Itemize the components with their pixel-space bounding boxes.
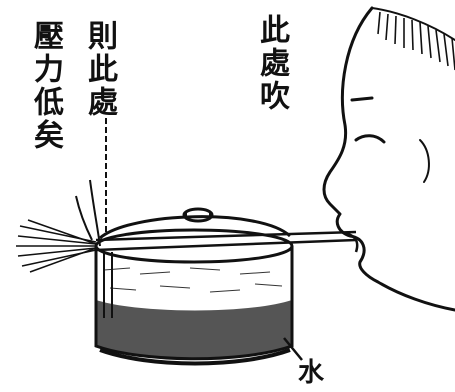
label-pressure-low: 壓力低矣 (30, 20, 60, 152)
label-then-here: 則此處 (84, 20, 114, 119)
head-outline (324, 8, 455, 310)
air-spray (16, 220, 96, 272)
label-water: 水 (298, 352, 324, 389)
pot-water-fill (96, 300, 292, 359)
straw (96, 232, 357, 252)
eyebrow (352, 98, 372, 100)
eye (356, 136, 384, 142)
hair-line (372, 8, 455, 40)
person-head (324, 8, 455, 310)
ear-line (420, 140, 429, 182)
lid-knob (184, 209, 212, 221)
label-blow-here: 此處吹 (256, 14, 286, 113)
